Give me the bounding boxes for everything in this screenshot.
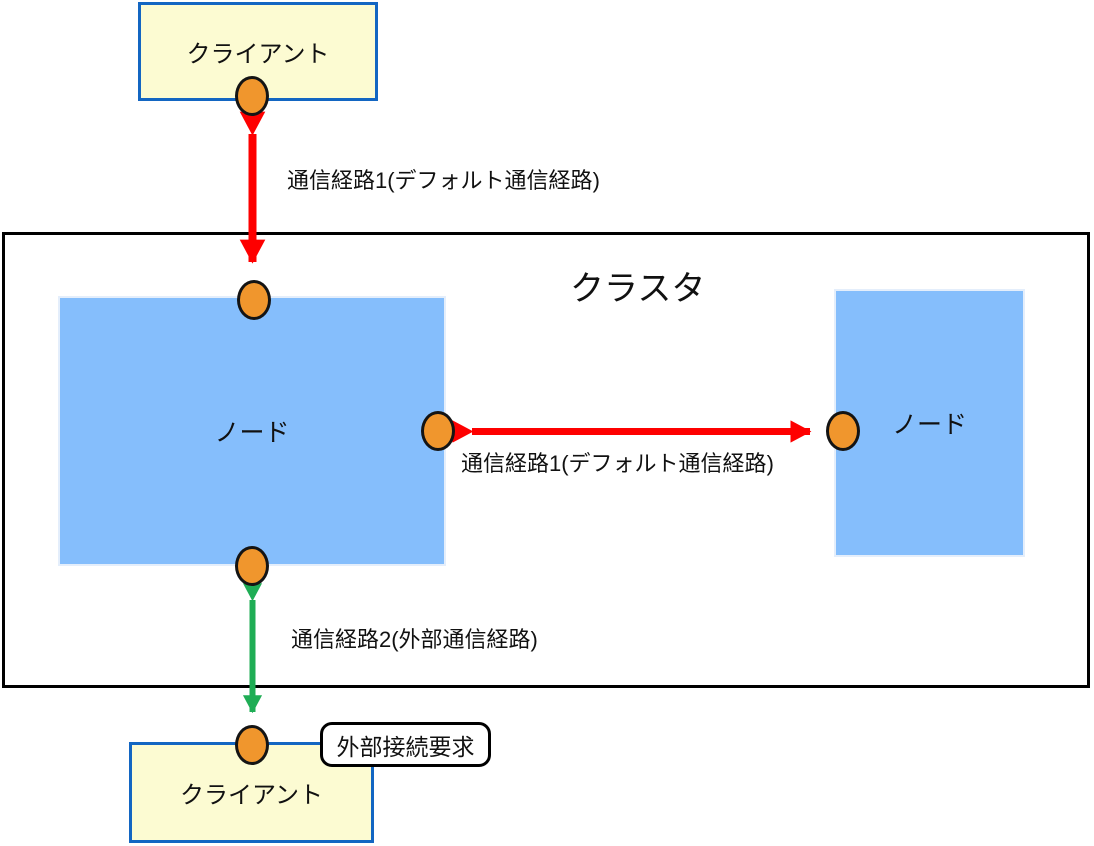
client-bottom-label: クライアント — [179, 782, 324, 809]
cluster-boundary — [2, 232, 1090, 688]
label-path2-external: 通信経路2(外部通信経路) — [291, 627, 538, 652]
node-box-right: ノード — [834, 289, 1025, 557]
connection-point-node-left-bottom — [235, 546, 269, 586]
cluster-title: クラスタ — [570, 270, 706, 308]
callout-label: 外部接続要求 — [336, 733, 475, 760]
connection-point-node-left-top — [237, 280, 271, 320]
node-right-label: ノード — [891, 411, 967, 439]
client-top-label: クライアント — [186, 41, 330, 68]
label-path1-client: 通信経路1(デフォルト通信経路) — [287, 168, 600, 193]
connection-point-node-left-right — [421, 411, 455, 451]
connection-point-client-top — [235, 76, 269, 116]
callout-external-connection-request: 外部接続要求 — [320, 722, 491, 767]
node-left-label: ノード — [214, 419, 290, 447]
connection-point-node-right-left — [826, 411, 860, 451]
node-box-left: ノード — [58, 296, 446, 566]
connection-point-client-bottom — [235, 725, 269, 765]
label-path1-internode: 通信経路1(デフォルト通信経路) — [461, 451, 774, 476]
